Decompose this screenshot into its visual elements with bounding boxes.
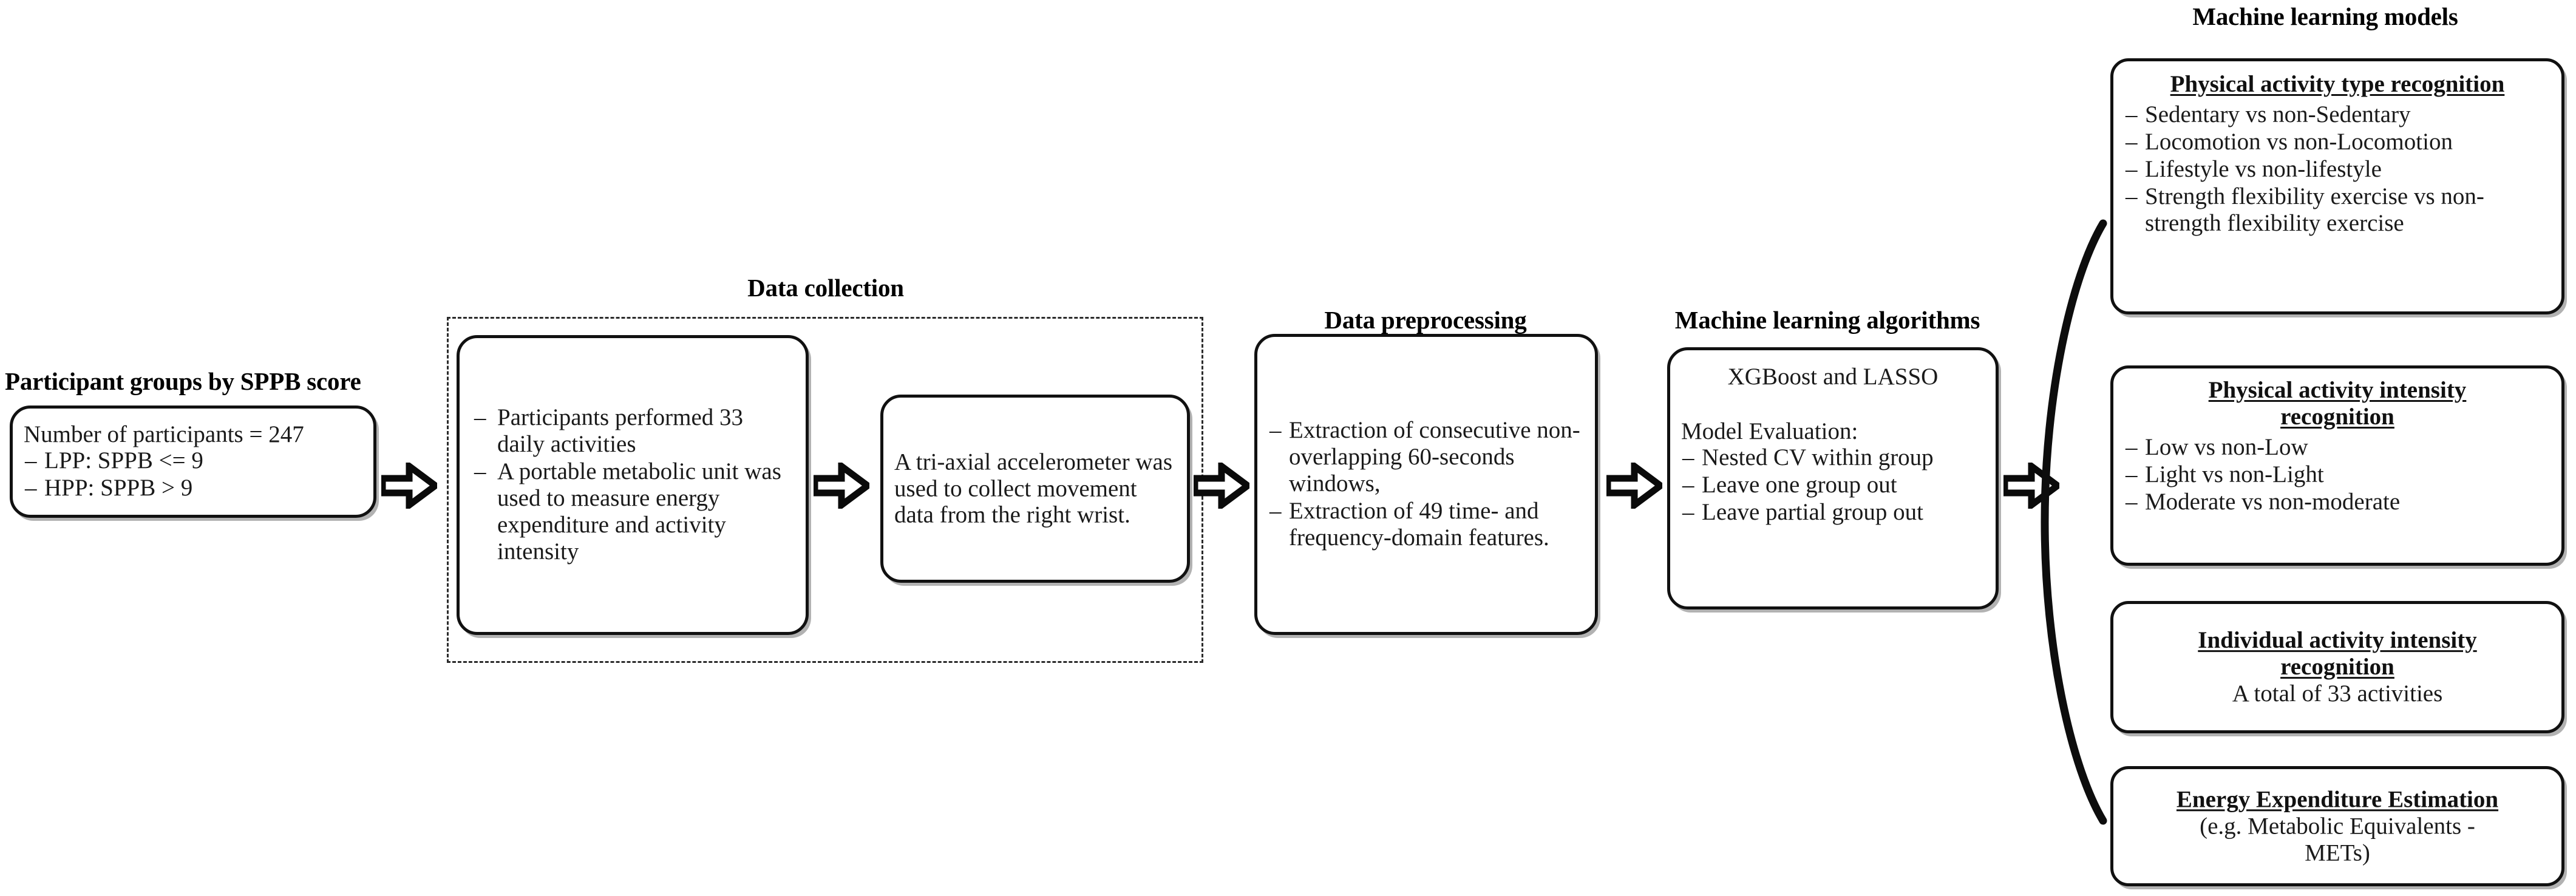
ml-model-energy-expenditure-heading: Energy Expenditure Estimation	[2176, 786, 2499, 813]
data-preprocessing-section-title: Data preprocessing	[1324, 306, 1527, 334]
list-item: Leave one group out	[1681, 472, 1985, 498]
ml-model-energy-expenditure-body-line1: (e.g. Metabolic Equivalents -	[2200, 813, 2475, 840]
data-collection-bullet-list: Participants performed 33 daily activiti…	[471, 404, 795, 565]
ml-model-activity-intensity-box[interactable]: Physical activity intensity recognition …	[2110, 365, 2564, 566]
ml-model-activity-intensity-bullet-list: Low vs non-Low Light vs non-Light Modera…	[2124, 434, 2551, 515]
accelerometer-text: A tri-axial accelerometer was used to co…	[894, 449, 1173, 528]
data-collection-accelerometer-box[interactable]: A tri-axial accelerometer was used to co…	[880, 395, 1190, 583]
ml-algorithms-evaluation-label: Model Evaluation:	[1681, 418, 1858, 444]
list-item: Strength flexibility exercise vs non-str…	[2124, 183, 2551, 237]
spacer	[1681, 390, 1985, 418]
list-item: Participants performed 33 daily activiti…	[471, 404, 795, 458]
list-item: Sedentary vs non-Sedentary	[2124, 101, 2551, 128]
participant-groups-content: Number of participants = 247 LPP: SPPB <…	[13, 421, 373, 503]
ml-model-energy-expenditure-box[interactable]: Energy Expenditure Estimation (e.g. Meta…	[2110, 766, 2564, 886]
curly-brace-right-icon	[2028, 219, 2113, 826]
list-item: HPP: SPPB > 9	[24, 475, 362, 501]
ml-model-individual-intensity-heading-line2: recognition	[2280, 654, 2394, 680]
ml-model-energy-expenditure-content: Energy Expenditure Estimation (e.g. Meta…	[2113, 786, 2561, 866]
ml-model-activity-intensity-heading-line1: Physical activity intensity	[2208, 377, 2467, 403]
participant-groups-box[interactable]: Number of participants = 247 LPP: SPPB <…	[10, 406, 376, 518]
ml-algorithms-models-line: XGBoost and LASSO	[1727, 364, 1939, 390]
list-item: Leave partial group out	[1681, 499, 1985, 526]
data-preprocessing-box[interactable]: Extraction of consecutive non-overlappin…	[1254, 334, 1598, 635]
ml-models-section-title: Machine learning models	[2192, 2, 2458, 30]
list-item: A portable metabolic unit was used to me…	[471, 458, 795, 565]
data-preprocessing-content: Extraction of consecutive non-overlappin…	[1257, 417, 1595, 552]
ml-model-individual-intensity-content: Individual activity intensity recognitio…	[2113, 627, 2561, 707]
ml-algorithms-box[interactable]: XGBoost and LASSO Model Evaluation: Nest…	[1667, 347, 1999, 609]
ml-model-activity-intensity-heading-line2: recognition	[2280, 404, 2394, 430]
data-collection-accelerometer-content: A tri-axial accelerometer was used to co…	[883, 449, 1187, 528]
ml-model-activity-intensity-content: Physical activity intensity recognition …	[2113, 368, 2561, 516]
list-item: Nested CV within group	[1681, 444, 1985, 471]
list-item: Extraction of consecutive non-overlappin…	[1268, 417, 1584, 497]
participants-count-line: Number of participants = 247	[24, 421, 304, 447]
ml-algorithms-bullet-list: Nested CV within group Leave one group o…	[1681, 444, 1985, 526]
ml-model-activity-type-content: Physical activity type recognition Seden…	[2113, 61, 2561, 237]
list-item: Extraction of 49 time- and frequency-dom…	[1268, 498, 1584, 551]
list-item: Locomotion vs non-Locomotion	[2124, 129, 2551, 155]
right-block-arrow	[811, 460, 874, 512]
ml-algorithms-section-title: Machine learning algorithms	[1674, 306, 1980, 334]
participants-section-title: Participant groups by SPPB score	[5, 367, 361, 395]
right-block-arrow	[1191, 460, 1254, 512]
ml-model-individual-intensity-heading-line1: Individual activity intensity	[2198, 627, 2477, 654]
participants-bullet-list: LPP: SPPB <= 9 HPP: SPPB > 9	[24, 447, 362, 501]
data-collection-activities-content: Participants performed 33 daily activiti…	[460, 404, 806, 566]
list-item: LPP: SPPB <= 9	[24, 447, 362, 474]
list-item: Low vs non-Low	[2124, 434, 2551, 461]
list-item: Moderate vs non-moderate	[2124, 489, 2551, 515]
right-block-arrow	[379, 460, 441, 512]
data-collection-activities-box[interactable]: Participants performed 33 daily activiti…	[457, 335, 809, 635]
data-collection-section-title: Data collection	[747, 274, 904, 302]
right-block-arrow	[1604, 460, 1667, 512]
ml-model-activity-type-box[interactable]: Physical activity type recognition Seden…	[2110, 58, 2564, 314]
list-item: Light vs non-Light	[2124, 461, 2551, 488]
ml-model-individual-intensity-box[interactable]: Individual activity intensity recognitio…	[2110, 601, 2564, 733]
ml-model-activity-type-bullet-list: Sedentary vs non-Sedentary Locomotion vs…	[2124, 101, 2551, 237]
list-item: Lifestyle vs non-lifestyle	[2124, 156, 2551, 183]
ml-model-individual-intensity-body: A total of 33 activities	[2232, 680, 2443, 707]
ml-algorithms-content: XGBoost and LASSO Model Evaluation: Nest…	[1670, 350, 1996, 527]
data-preprocessing-bullet-list: Extraction of consecutive non-overlappin…	[1268, 417, 1584, 551]
ml-model-activity-type-heading: Physical activity type recognition	[2170, 71, 2505, 97]
ml-model-energy-expenditure-body-line2: METs)	[2305, 840, 2370, 866]
